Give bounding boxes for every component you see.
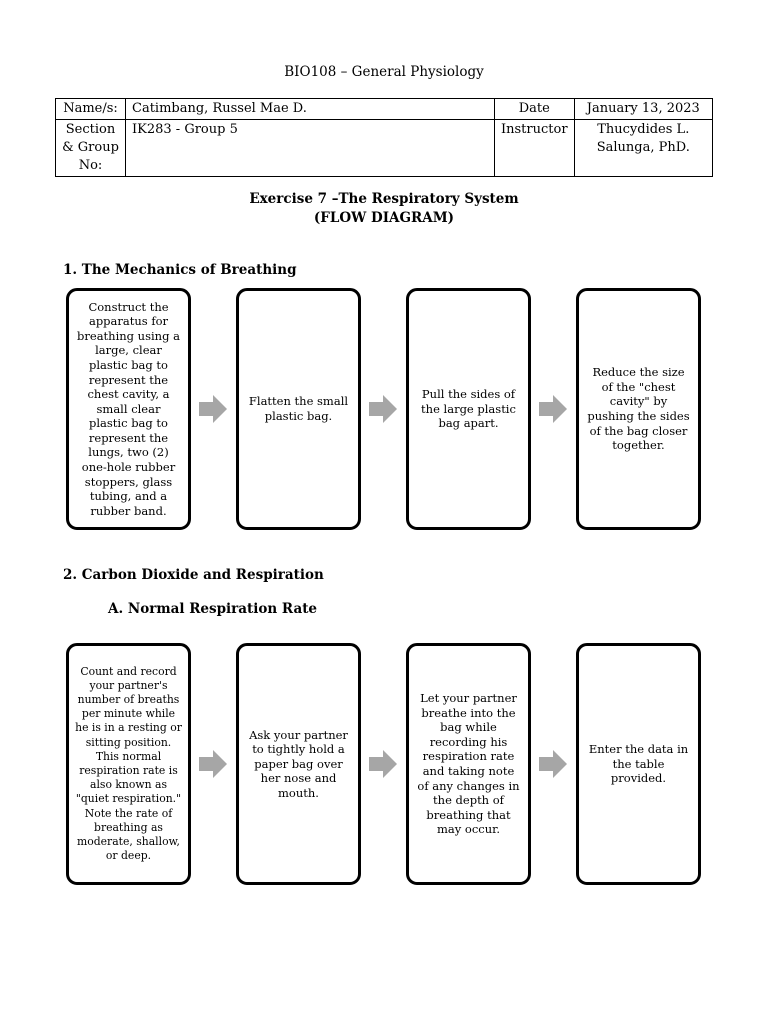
flow-step-2-3-text: Let your partner breathe into the bag wh… [417, 691, 520, 837]
flow-step-1-4-text: Reduce the size of the "chest cavity" by… [587, 365, 690, 453]
arrow-right-icon [369, 750, 397, 778]
exercise-title-block: Exercise 7 –The Respiratory System (FLOW… [0, 190, 768, 228]
flow-step-1-3-text: Pull the sides of the large plastic bag … [421, 387, 516, 431]
flow-step-2-2-text: Ask your partner to tightly hold a paper… [249, 727, 348, 800]
date-label: Date [494, 98, 575, 120]
arrow-right-icon [199, 395, 227, 423]
flow-step-1-4: Reduce the size of the "chest cavity" by… [576, 288, 701, 530]
flow-step-2-3: Let your partner breathe into the bag wh… [406, 643, 531, 885]
flow-step-1-1: Construct the apparatus for breathing us… [66, 288, 191, 530]
arrow-right-icon [539, 395, 567, 423]
instructor-label: Instructor [494, 119, 575, 177]
exercise-title: Exercise 7 –The Respiratory System [249, 191, 519, 207]
flow-step-2-4: Enter the data in the table provided. [576, 643, 701, 885]
flow-step-2-1-text: Count and record your partner's number o… [75, 664, 182, 863]
flow-step-1-2: Flatten the small plastic bag. [236, 288, 361, 530]
exercise-subtitle: (FLOW DIAGRAM) [313, 210, 455, 226]
flow-step-2-2: Ask your partner to tightly hold a paper… [236, 643, 361, 885]
course-title: BIO108 – General Physiology [284, 64, 484, 80]
name-label: Name/s: [55, 98, 126, 120]
section2-subheading: A. Normal Respiration Rate [108, 601, 318, 617]
flow-step-1-2-text: Flatten the small plastic bag. [248, 394, 349, 423]
section2-heading: 2. Carbon Dioxide and Respiration [63, 567, 324, 583]
flow-step-2-1: Count and record your partner's number o… [66, 643, 191, 885]
flow-step-1-3: Pull the sides of the large plastic bag … [406, 288, 531, 530]
arrow-right-icon [199, 750, 227, 778]
flow-step-1-1-text: Construct the apparatus for breathing us… [77, 299, 180, 518]
arrow-right-icon [369, 395, 397, 423]
arrow-right-icon [539, 750, 567, 778]
flow-step-2-4-text: Enter the data in the table provided. [588, 742, 689, 786]
info-table: Name/s: Catimbang, Russel Mae D. Date Ja… [55, 98, 714, 177]
section1-heading: 1. The Mechanics of Breathing [63, 262, 297, 278]
instructor-value: Thucydides L. Salunga, PhD. [573, 119, 714, 177]
date-value: January 13, 2023 [573, 98, 714, 120]
name-value: Catimbang, Russel Mae D. [125, 98, 495, 120]
section-value: IK283 - Group 5 [125, 119, 495, 177]
section-label: Section & Group No: [55, 119, 126, 177]
